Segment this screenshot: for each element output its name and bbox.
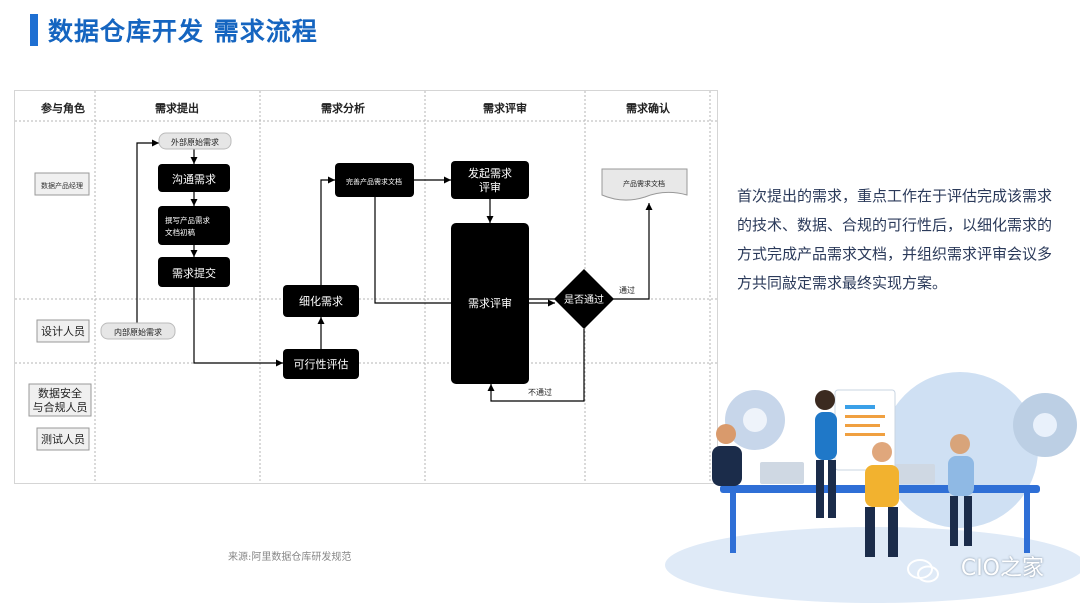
svg-text:沟通需求: 沟通需求 xyxy=(172,173,216,186)
col-header-analysis: 需求分析 xyxy=(321,101,365,115)
role-tester: 测试人员 xyxy=(36,427,90,451)
flowchart: 参与角色 需求提出 需求分析 需求评审 需求确认 数据产品经理 设计人员 数据安… xyxy=(14,90,718,484)
svg-text:外部原始需求: 外部原始需求 xyxy=(171,137,219,147)
svg-text:评审: 评审 xyxy=(479,180,501,194)
node-external-req: 外部原始需求 xyxy=(158,132,232,150)
col-header-roles: 参与角色 xyxy=(41,101,85,115)
node-feasibility: 可行性评估 xyxy=(283,349,359,379)
swimlane-grid xyxy=(15,91,717,483)
edge-label-fail: 不通过 xyxy=(528,387,552,397)
col-header-proposal: 需求提出 xyxy=(155,101,199,115)
svg-text:内部原始需求: 内部原始需求 xyxy=(114,327,162,337)
svg-text:需求评审: 需求评审 xyxy=(468,296,512,310)
node-decision: 是否通过 xyxy=(554,269,614,329)
node-communicate: 沟通需求 xyxy=(158,164,230,192)
svg-text:需求提交: 需求提交 xyxy=(172,266,216,280)
svg-text:可行性评估: 可行性评估 xyxy=(294,357,349,371)
svg-text:文档初稿: 文档初稿 xyxy=(165,227,195,237)
svg-text:测试人员: 测试人员 xyxy=(41,433,85,446)
source-caption: 来源:阿里数据仓库研发规范 xyxy=(228,552,352,563)
svg-text:设计人员: 设计人员 xyxy=(41,325,85,338)
col-header-confirm: 需求确认 xyxy=(626,101,671,115)
node-submit: 需求提交 xyxy=(158,257,230,287)
wechat-icon xyxy=(907,559,939,583)
svg-text:发起需求: 发起需求 xyxy=(468,166,512,180)
svg-text:撰写产品需求: 撰写产品需求 xyxy=(165,215,210,225)
node-internal-req: 内部原始需求 xyxy=(100,322,176,340)
description-text: 首次提出的需求，重点工作在于评估完成该需求的技术、数据、合规的可行性后，以细化需… xyxy=(737,187,1053,292)
node-complete-doc: 完善产品需求文档 xyxy=(335,163,414,197)
role-product-manager: 数据产品经理 xyxy=(34,172,90,196)
edge-label-pass: 通过 xyxy=(619,285,635,295)
node-final-doc: 产品需求文档 xyxy=(601,168,688,201)
svg-text:完善产品需求文档: 完善产品需求文档 xyxy=(346,177,402,186)
node-initiate-review: 发起需求 评审 xyxy=(451,161,529,199)
node-refine: 细化需求 xyxy=(283,285,359,317)
svg-text:产品需求文档: 产品需求文档 xyxy=(623,179,665,188)
svg-text:数据产品经理: 数据产品经理 xyxy=(41,181,83,190)
page-title: 数据仓库开发 需求流程 xyxy=(48,17,318,46)
col-header-review: 需求评审 xyxy=(483,101,527,115)
role-security-compliance: 数据安全 与合规人员 xyxy=(28,383,92,417)
svg-text:数据安全: 数据安全 xyxy=(38,386,82,400)
role-designer: 设计人员 xyxy=(36,319,90,343)
watermark-text: CIO之家 xyxy=(960,556,1044,581)
svg-text:是否通过: 是否通过 xyxy=(564,293,604,306)
svg-text:与合规人员: 与合规人员 xyxy=(33,400,88,414)
svg-text:细化需求: 细化需求 xyxy=(299,294,343,308)
title-accent-bar xyxy=(30,14,38,46)
node-draft-doc: 撰写产品需求 文档初稿 xyxy=(158,206,230,245)
team-illustration xyxy=(665,372,1080,603)
node-review: 需求评审 xyxy=(451,223,529,384)
